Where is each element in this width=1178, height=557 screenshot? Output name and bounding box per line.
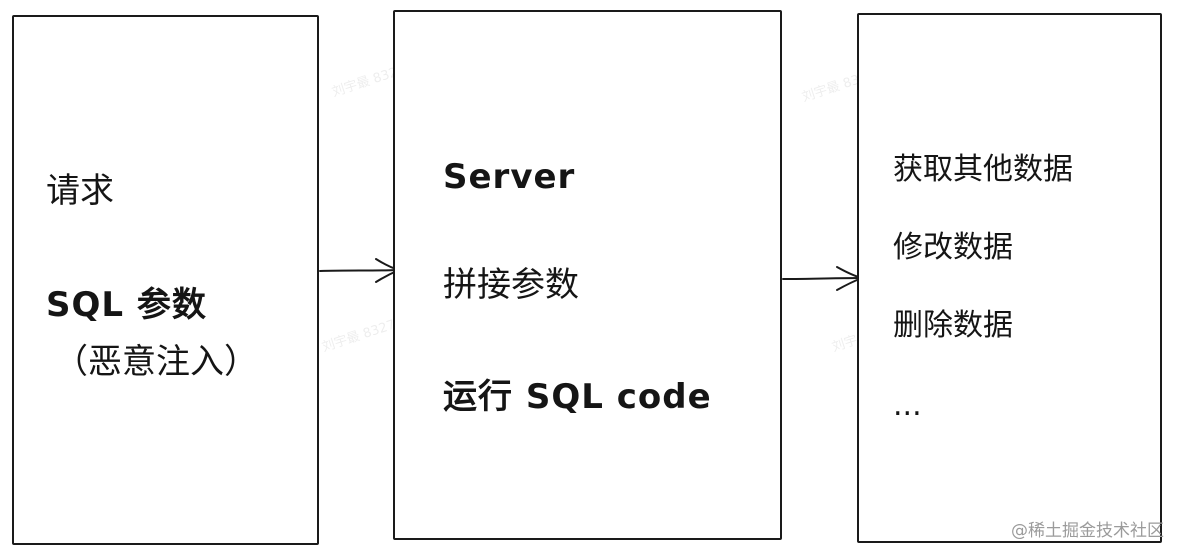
- brand-watermark: @稀土掘金技术社区: [1011, 521, 1164, 541]
- request-label: 请求: [46, 171, 114, 211]
- request-box: 请求 SQL 参数 （恶意注入）: [12, 15, 319, 545]
- server-box: Server 拼接参数 运行 SQL code: [393, 10, 782, 540]
- run-sql-code-label: 运行 SQL code: [443, 377, 712, 417]
- modify-data-label: 修改数据: [893, 230, 1013, 265]
- malicious-injection-label: （恶意注入）: [54, 342, 258, 382]
- concat-params-label: 拼接参数: [443, 265, 579, 305]
- ellipsis-label: ...: [893, 388, 922, 423]
- delete-data-label: 删除数据: [893, 308, 1013, 343]
- result-box: 获取其他数据 修改数据 删除数据 ...: [857, 13, 1162, 543]
- sql-params-label: SQL 参数: [46, 285, 207, 325]
- get-other-data-label: 获取其他数据: [893, 152, 1073, 187]
- watermark: 刘宇最 8327: [320, 317, 398, 356]
- server-label: Server: [443, 157, 576, 197]
